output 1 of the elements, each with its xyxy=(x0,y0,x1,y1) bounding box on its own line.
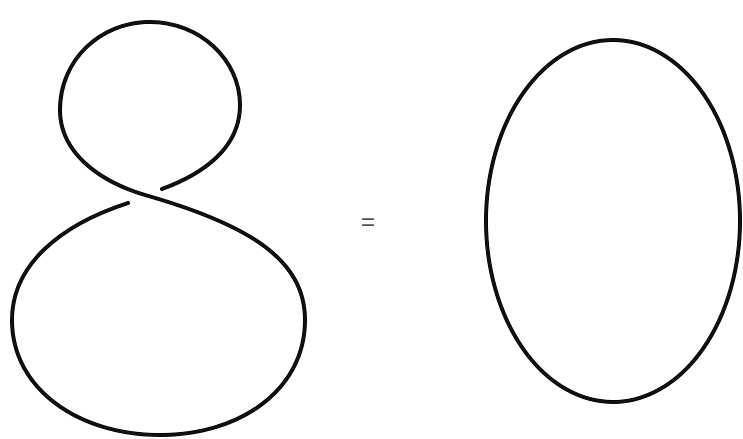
equals-sign: = xyxy=(361,211,376,235)
